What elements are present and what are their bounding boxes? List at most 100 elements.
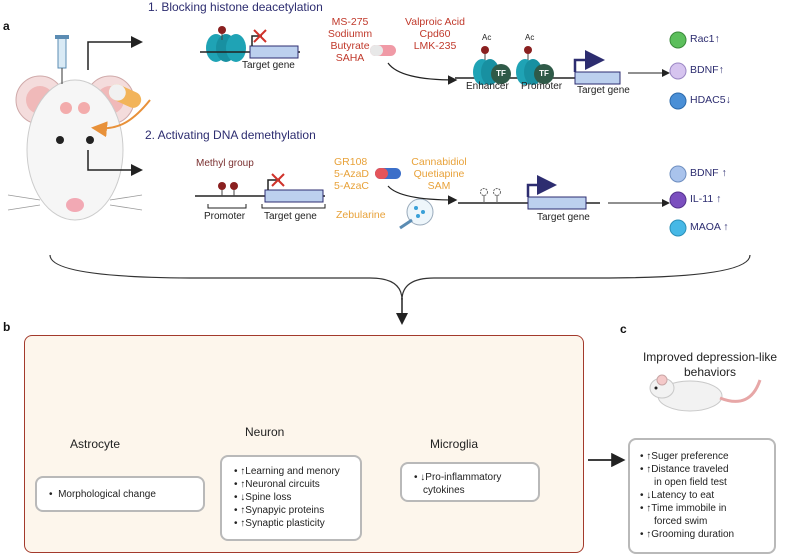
branch-arrow-1 — [87, 36, 143, 70]
microglia-label: Microglia — [430, 437, 479, 451]
outcome-arrow: ↑ — [721, 167, 727, 179]
tf-circle-promoter — [534, 64, 554, 84]
outcome-il11: IL-11 ↑ — [690, 193, 721, 205]
tf-label-enhancer: TF — [496, 69, 506, 78]
pill-to-mouse-arrow — [91, 99, 151, 138]
methyl-group-label: Methyl group — [196, 158, 254, 169]
block-x-icon-2 — [271, 173, 285, 187]
neuron-label: Neuron — [245, 425, 285, 439]
transcription-start-2-left — [267, 179, 280, 190]
drug-label: SAM — [427, 180, 451, 192]
list-item: • ↑Learning and menory — [234, 466, 340, 477]
zebularine-label: Zebularine — [336, 209, 386, 221]
rat-illustration — [649, 374, 762, 412]
outcome-label: HDAC5 — [690, 94, 726, 106]
panel-letter-a: a — [3, 19, 10, 33]
methyl-group-icons — [218, 182, 238, 196]
unmethylated-sites — [480, 188, 501, 203]
drug-capsule-icon — [370, 45, 396, 56]
drug-label: Quetiapine — [413, 168, 465, 180]
target-gene-label-1-right: Target gene — [577, 85, 630, 96]
il11-marker — [669, 191, 687, 209]
drug-capsule-icon-2 — [375, 168, 401, 179]
list-item: • ↑Neuronal circuits — [234, 479, 320, 490]
target-gene-label-2-right: Target gene — [537, 212, 590, 223]
outcome-arrow: ↑ — [718, 64, 724, 76]
promoter-label-2: Promoter — [204, 211, 246, 222]
list-item: forced swim — [654, 516, 708, 527]
outcome-label: BDNF — [690, 167, 719, 179]
rac1-marker — [669, 31, 687, 49]
target-gene-label-2-left: Target gene — [264, 211, 317, 222]
panel-b-cell-effects — [24, 335, 584, 553]
outcome-bdnf-1: BDNF↑ — [690, 64, 724, 76]
list-item: • ↓Pro-inflammatory — [414, 472, 502, 483]
drug-label: 5-AzaD — [334, 168, 370, 180]
outcome-hdac5: HDAC5↓ — [690, 94, 731, 106]
maoa-marker — [669, 219, 687, 237]
panel-c-title-line2: behaviors — [683, 365, 737, 379]
list-item: • ↓Latency to eat — [640, 490, 715, 501]
target-gene-box-1-right — [574, 71, 621, 85]
drug-label: GR108 — [334, 156, 368, 168]
target-gene-bracket-2 — [261, 204, 326, 209]
list-item: • Morphological change — [49, 489, 156, 500]
drug-label: Cannabidiol — [411, 156, 467, 168]
nucleosome-left — [206, 26, 246, 62]
drug-list-1-left: MS-275 Sodiumm Butyrate SAHA — [322, 16, 378, 64]
behavior-effects-box: • ↑Suger preference • ↑Distance traveled… — [628, 438, 776, 554]
transcription-arrow-1-right — [573, 50, 605, 72]
list-item: • ↑Distance traveled — [640, 464, 729, 475]
drug-label: Cpd60 — [419, 28, 451, 40]
drug-label: Sodiumm — [327, 28, 373, 40]
syringe-icon — [55, 35, 69, 84]
ac-label-enhancer: Ac — [482, 33, 492, 42]
panel-c-title: Improved depression-like behaviors — [640, 350, 780, 380]
outcome-label: BDNF — [690, 64, 719, 76]
list-item: • ↑Suger preference — [640, 451, 729, 462]
list-item: • ↑Synaptic plasticity — [234, 518, 325, 529]
astrocyte-effects-box: • Morphological change — [35, 476, 205, 512]
block-x-icon — [253, 29, 267, 43]
drug-label: LMK-235 — [413, 40, 457, 52]
tf-label-promoter: TF — [539, 69, 549, 78]
list-item: • ↑Synapyic proteins — [234, 505, 325, 516]
list-item: • ↑Time immobile in — [640, 503, 727, 514]
enhancer-label: Enhancer — [466, 81, 509, 92]
bdnf-marker-1 — [669, 62, 687, 80]
target-gene-label-1-left: Target gene — [242, 60, 295, 71]
section-2-title: 2. Activating DNA demethylation — [145, 128, 316, 142]
pill-icon — [108, 84, 142, 108]
drug-arrow-1 — [387, 62, 458, 85]
list-item: • ↓Spine loss — [234, 492, 292, 503]
nucleosome-promoter — [516, 46, 542, 85]
hdac5-marker — [669, 92, 687, 110]
drug-label: Butyrate — [330, 40, 370, 52]
drug-label: Valproic Acid — [405, 16, 465, 28]
drug-label: MS-275 — [331, 16, 369, 28]
astrocyte-label: Astrocyte — [70, 437, 121, 451]
outcome-bdnf-2: BDNF ↑ — [690, 167, 727, 179]
drug-label: 5-AzaC — [334, 180, 370, 192]
outcome-label: Rac1 — [690, 33, 715, 45]
promoter-label-1: Promoter — [521, 81, 563, 92]
list-item: cytokines — [423, 485, 465, 496]
outcome-label: IL-11 — [690, 193, 714, 205]
target-gene-box-2-right — [527, 196, 587, 210]
outcome-rac1: Rac1↑ — [690, 33, 720, 45]
microglia-effects-box: • ↓Pro-inflammatory cytokines — [400, 462, 540, 502]
target-gene-box-1-left — [249, 45, 299, 59]
drug-list-2-right: Cannabidiol Quetiapine SAM — [404, 156, 474, 192]
summary-brace — [49, 254, 751, 301]
branch-arrow-2 — [87, 150, 143, 176]
drug-list-1-right: Valproic Acid Cpd60 LMK-235 — [393, 16, 477, 52]
drug-list-2-left: GR108 5-AzaD 5-AzaC — [334, 156, 376, 192]
panel-letter-b: b — [3, 320, 11, 334]
outcome-arrow: ↓ — [725, 94, 731, 106]
panel-c-title-line1: Improved depression-like — [642, 350, 778, 364]
neuron-effects-box: • ↑Learning and menory • ↑Neuronal circu… — [220, 455, 362, 541]
outcome-arrow: ↑ — [716, 193, 722, 205]
drug-label: SAHA — [335, 52, 365, 64]
bdnf-marker-2 — [669, 165, 687, 183]
outcome-arrow: ↑ — [714, 33, 720, 45]
